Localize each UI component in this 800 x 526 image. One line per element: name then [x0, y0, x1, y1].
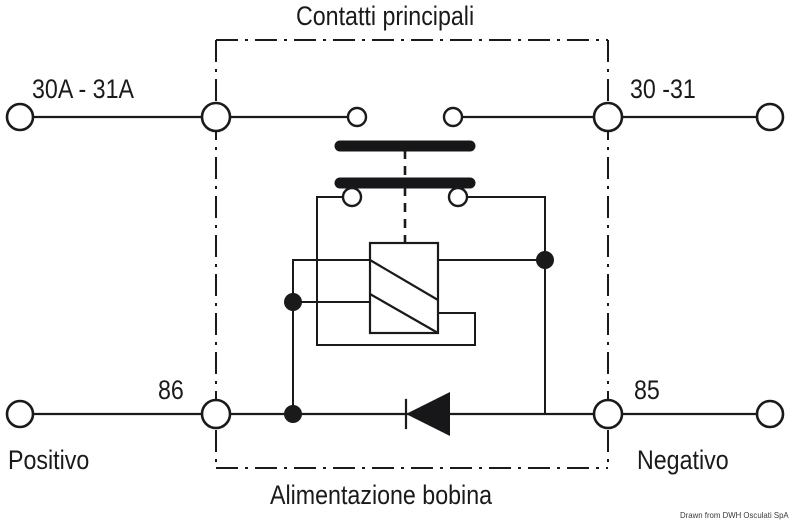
terminal-node-86-inner[interactable] [200, 398, 232, 430]
flyback-diode [404, 392, 450, 436]
diode-anode-triangle [406, 392, 450, 436]
terminal-node-3031-outer[interactable] [755, 102, 785, 132]
terminal-node-30a31a-outer[interactable] [5, 102, 35, 132]
terminal-node-30a31a-inner[interactable] [200, 101, 232, 133]
terminal-node-85-outer[interactable] [755, 399, 785, 429]
terminal-label-30a-31a: 30A - 31A [32, 74, 134, 104]
wire-coil-bottom-loop [316, 312, 476, 346]
terminal-node-3031-inner[interactable] [592, 101, 624, 133]
junction-dot-coil-right [536, 251, 554, 269]
contact-points [341, 106, 469, 208]
junction-dot-coil-left [284, 293, 302, 311]
terminal-label-86: 86 [158, 375, 184, 405]
terminal-label-30-31: 30 -31 [630, 74, 696, 104]
junction-dots [284, 251, 554, 423]
coil-slash-upper [369, 259, 439, 301]
contact-point-upper-left [346, 106, 368, 128]
relay-boundary-box [215, 39, 609, 469]
region-label-main-contacts: Contatti principali [296, 1, 475, 31]
lower-contact-wiring [316, 196, 546, 346]
attribution-text: Drawn from DWH Osculati SpA [680, 510, 789, 520]
terminal-polarity-label-positive: Positivo [8, 445, 90, 475]
contact-point-upper-right [442, 106, 464, 128]
terminal-node-85-inner[interactable] [592, 398, 624, 430]
main-contact-bars [334, 140, 476, 189]
junction-dot-positive-rail [284, 405, 302, 423]
terminal-nodes [5, 101, 785, 430]
terminal-polarity-label-negative: Negativo [637, 445, 729, 475]
coil-slash-lower [369, 293, 439, 334]
region-label-coil-supply: Alimentazione bobina [270, 480, 493, 510]
coil-body [368, 241, 440, 335]
wire-lower-left-contact-branch [316, 196, 343, 346]
coil-connection-wiring [292, 259, 546, 415]
terminal-node-86-outer[interactable] [5, 399, 35, 429]
wire-lower-right-contact-branch [467, 196, 546, 261]
relay-coil [368, 241, 440, 335]
contact-point-lower-right [447, 186, 469, 208]
terminal-label-85: 85 [634, 375, 660, 405]
contact-point-lower-left [341, 186, 363, 208]
